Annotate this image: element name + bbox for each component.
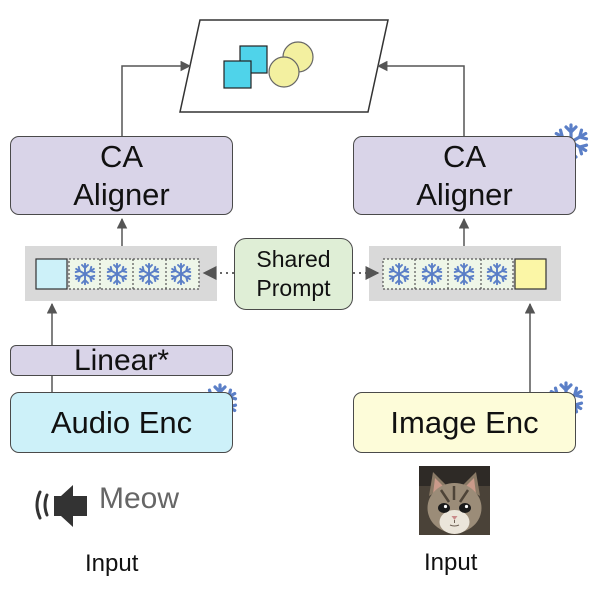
left-output-arrow [121,60,192,136]
shared-prompt-line-1: Shared [256,246,331,272]
right-input-label: Input [424,549,478,576]
shared-prompt-line-2: Prompt [256,275,331,301]
linear-label: Linear* [73,343,170,377]
linear-layer: Linear* [10,343,233,377]
image-encoder: Image Enc [353,392,576,453]
aligner-line-1: CA [442,138,487,174]
left-ca-aligner: CA Aligner [10,136,233,215]
output-shapes [179,19,389,113]
aligner-line-2: Aligner [416,176,513,212]
circle-shape [268,56,300,88]
speaker-icon [35,485,87,527]
left-input-label: Input [85,550,139,577]
right-output-arrow [376,60,465,136]
audio-encoder-label: Audio Enc [50,404,193,440]
shared-prompt-box: Shared Prompt [234,238,353,310]
aligner-line-2: Aligner [73,176,170,212]
image-encoder-label: Image Enc [390,404,539,440]
square-shape [223,60,252,89]
cat-photo [419,466,490,535]
left-token-strip [25,246,217,301]
image-token [514,258,547,290]
prompt-tokens [68,258,200,290]
audio-token [35,258,68,290]
right-token-strip [369,246,561,301]
right-ca-aligner: CA Aligner [353,136,576,215]
audio-input-text: Meow [99,482,180,515]
aligner-line-1: CA [99,138,144,174]
audio-encoder: Audio Enc [10,392,233,453]
